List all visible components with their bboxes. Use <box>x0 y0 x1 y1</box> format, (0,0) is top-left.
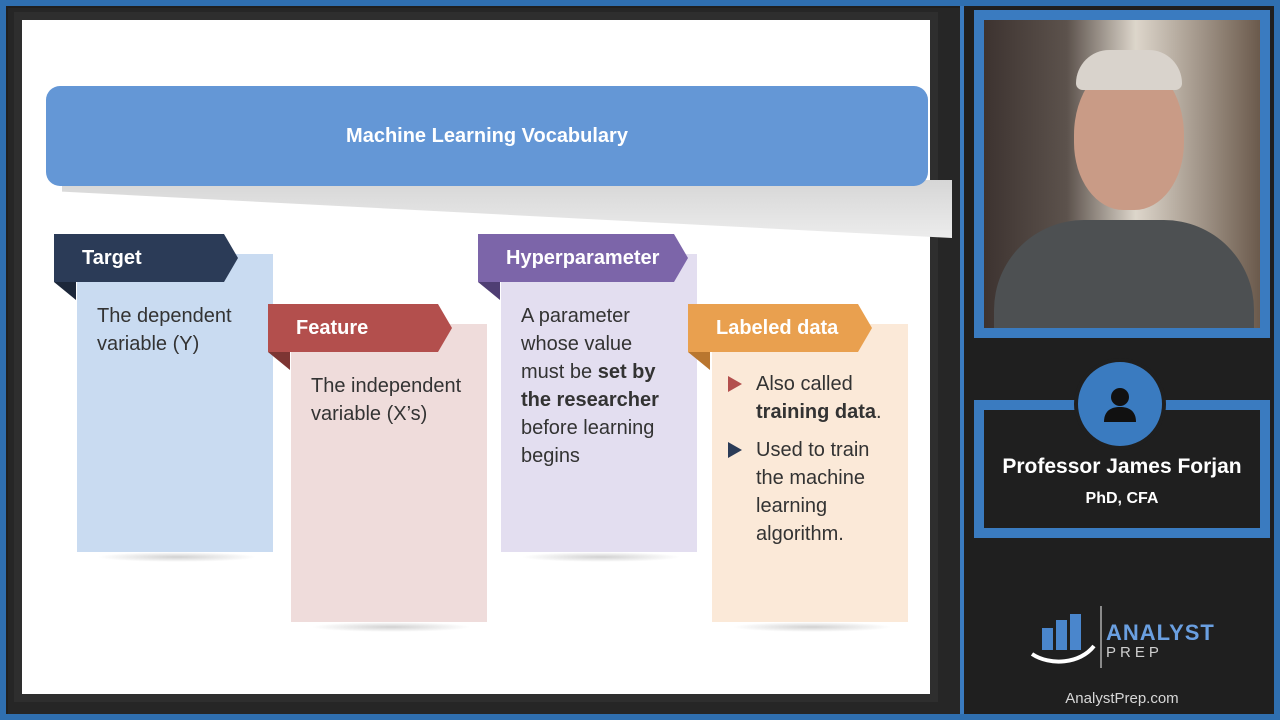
card-labeled-data-body: Also called training data. Used to train… <box>712 324 908 622</box>
card-hyperparameter-text-a: A parameter whose value must be <box>521 305 633 383</box>
presenter-shirt <box>994 220 1254 328</box>
title-shadow <box>62 180 952 238</box>
bullet-triangle-icon <box>728 376 742 392</box>
bullet-1-post: . <box>876 401 882 423</box>
avatar <box>1074 358 1166 450</box>
card-feature-fold <box>268 352 290 370</box>
card-feature-text: The independent variable (X’s) <box>311 375 462 425</box>
slide: Machine Learning Vocabulary The dependen… <box>14 12 952 702</box>
bullet-item: Also called training data. <box>728 370 890 426</box>
presenter-credentials: PhD, CFA <box>1085 490 1159 507</box>
card-labeled-data-fold <box>688 352 710 370</box>
card-hyperparameter-fold <box>478 282 500 300</box>
logo-text-prep: PREP <box>1106 644 1163 661</box>
presenter-video <box>974 10 1270 338</box>
person-icon <box>1104 388 1136 422</box>
presenter-name: Professor James Forjan <box>1002 455 1242 478</box>
card-feature-shadow <box>311 622 471 632</box>
card-feature-tag: Feature <box>268 304 452 352</box>
card-labeled-data-shadow <box>732 622 892 632</box>
slide-title: Machine Learning Vocabulary <box>46 86 928 186</box>
card-feature-body: The independent variable (X’s) <box>291 324 487 622</box>
card-target-body: The dependent variable (Y) <box>77 254 273 552</box>
bullet-1-pre: Also called <box>756 373 853 395</box>
card-hyperparameter-tag: Hyperparameter <box>478 234 688 282</box>
card-target-tag: Target <box>54 234 238 282</box>
card-labeled-data-tag: Labeled data <box>688 304 872 352</box>
presenter-hair <box>1076 50 1182 90</box>
card-target-text: The dependent variable (Y) <box>97 305 232 355</box>
card-hyperparameter-text-bold: set by the researcher <box>521 361 659 411</box>
card-target-fold <box>54 282 76 300</box>
card-hyperparameter-body: A parameter whose value must be set by t… <box>501 254 697 552</box>
card-target-shadow <box>97 552 257 562</box>
bullet-1-bold: training data <box>756 401 877 423</box>
bullet-triangle-icon <box>728 442 742 458</box>
card-hyperparameter-shadow <box>521 552 681 562</box>
site-link[interactable]: AnalystPrep.com <box>1065 690 1179 707</box>
bullet-item: Used to train the machine learning algor… <box>728 436 890 548</box>
card-hyperparameter-text-c: before learning begins <box>521 417 655 467</box>
bullet-2-text: Used to train the machine learning algor… <box>756 439 870 545</box>
analystprep-logo-icon <box>1030 606 1102 668</box>
logo-text-analyst: ANALYST <box>1106 620 1215 645</box>
divider <box>960 0 964 720</box>
